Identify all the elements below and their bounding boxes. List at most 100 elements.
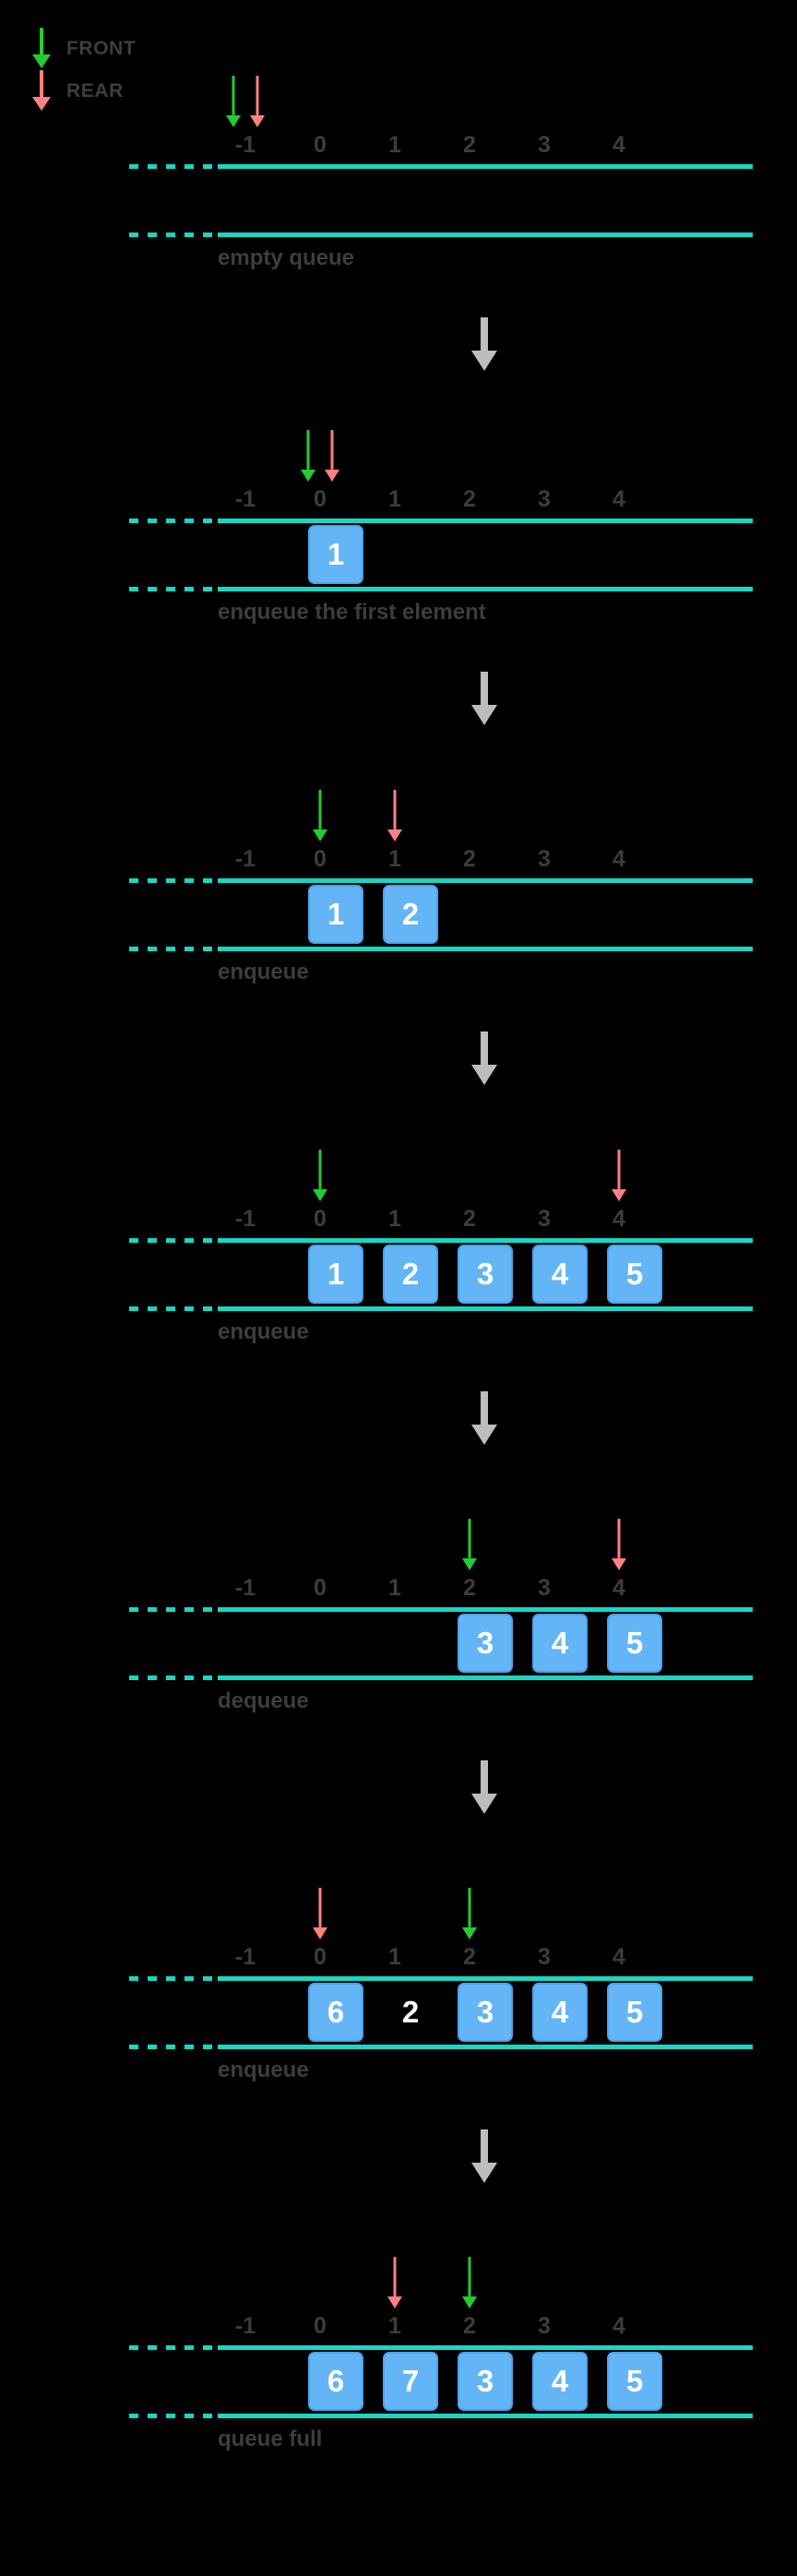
pointer-row	[0, 430, 797, 482]
index-label-4: 4	[613, 846, 625, 872]
legend-item-rear: REAR	[26, 70, 136, 113]
step-caption: dequeue	[218, 1688, 309, 1713]
down-arrow-gray-icon	[471, 1032, 497, 1085]
queue-top-rail	[129, 164, 753, 169]
index-label-4: 4	[613, 2313, 625, 2339]
front-pointer-arrow-icon	[458, 1519, 482, 1570]
legend-item-front: FRONT	[26, 28, 136, 70]
rear-pointer-arrow-icon	[245, 76, 269, 127]
index-label-3: 3	[538, 1944, 551, 1970]
index-label-3: 3	[538, 846, 551, 872]
index-label--1: -1	[234, 1944, 256, 1970]
queue-cell-3: 4	[532, 1983, 588, 2042]
step-caption: empty queue	[218, 245, 355, 270]
front-pointer-arrow-icon	[458, 1888, 482, 1939]
queue-bottom-rail	[129, 233, 753, 237]
legend-label-rear: REAR	[66, 80, 124, 101]
index-label-1: 1	[388, 2313, 401, 2339]
queue-cell-0: 1	[308, 525, 363, 584]
queue-top-rail	[129, 519, 753, 523]
queue-cell-1: 2	[383, 885, 438, 944]
queue-bottom-rail	[129, 1306, 753, 1311]
queue-cell-0: 6	[308, 2352, 363, 2411]
queue-top-rail	[129, 1976, 753, 1981]
index-label-4: 4	[613, 1206, 625, 1232]
down-arrow-gray-icon	[471, 1760, 497, 1814]
queue-top-rail	[129, 2345, 753, 2350]
index-label-0: 0	[314, 486, 327, 512]
index-label-4: 4	[613, 1944, 625, 1970]
index-label-row: -1 0 1 2 3 4	[0, 127, 797, 162]
pointer-row	[0, 2257, 797, 2308]
queue-cell-row	[0, 171, 797, 230]
queue-cell-0: 1	[308, 885, 363, 944]
index-label-2: 2	[463, 1575, 476, 1601]
index-label--1: -1	[234, 1575, 256, 1601]
index-label-3: 3	[538, 486, 551, 512]
queue-bottom-rail	[129, 2414, 753, 2418]
index-label-1: 1	[388, 1206, 401, 1232]
index-label--1: -1	[234, 132, 256, 158]
front-pointer-arrow-icon	[296, 430, 320, 482]
index-label-2: 2	[463, 1206, 476, 1232]
down-arrow-gray-icon	[471, 317, 497, 371]
queue-top-rail	[129, 878, 753, 883]
index-label-0: 0	[314, 132, 327, 158]
queue-cell-0: 6	[308, 1983, 363, 2042]
down-arrow-gray-icon	[471, 2129, 497, 2183]
index-label--1: -1	[234, 846, 256, 872]
index-label-0: 0	[314, 1575, 327, 1601]
index-label-0: 0	[314, 846, 327, 872]
queue-cell-4: 5	[607, 2352, 662, 2411]
queue-bottom-rail	[129, 587, 753, 591]
index-label-2: 2	[463, 486, 476, 512]
rear-pointer-arrow-icon	[607, 1150, 631, 1201]
index-label--1: -1	[234, 2313, 256, 2339]
index-label-3: 3	[538, 2313, 551, 2339]
index-label-2: 2	[463, 2313, 476, 2339]
queue-cell-3: 4	[532, 1614, 588, 1673]
queue-bottom-rail	[129, 2045, 753, 2049]
front-pointer-arrow-icon	[308, 790, 332, 841]
index-label--1: -1	[234, 1206, 256, 1232]
pointer-row	[0, 790, 797, 841]
step-caption: enqueue	[218, 960, 309, 984]
step-caption: enqueue	[218, 2057, 309, 2082]
down-arrow-gray-icon	[471, 672, 497, 725]
queue-cell-3: 4	[532, 1245, 588, 1304]
index-label-3: 3	[538, 132, 551, 158]
index-label-2: 2	[463, 132, 476, 158]
index-label-2: 2	[463, 846, 476, 872]
pointer-row	[0, 1519, 797, 1570]
queue-cell-3: 4	[532, 2352, 588, 2411]
pointer-row	[0, 76, 797, 127]
down-arrow-gray-icon	[471, 1391, 497, 1445]
index-label--1: -1	[234, 486, 256, 512]
down-arrow-green-icon	[26, 28, 57, 70]
queue-cell-2: 3	[458, 2352, 513, 2411]
step-caption: queue full	[218, 2427, 323, 2451]
queue-cell-1: 7	[383, 2352, 438, 2411]
pointer-row	[0, 1888, 797, 1939]
legend-label-front: FRONT	[66, 38, 137, 59]
front-pointer-arrow-icon	[221, 76, 245, 127]
queue-cell-4: 5	[607, 1614, 662, 1673]
queue-cell-4: 5	[607, 1983, 662, 2042]
rear-pointer-arrow-icon	[383, 790, 407, 841]
queue-bottom-rail	[129, 947, 753, 951]
index-label-1: 1	[388, 132, 401, 158]
index-label-1: 1	[388, 846, 401, 872]
index-label-4: 4	[613, 132, 625, 158]
index-label-0: 0	[314, 1206, 327, 1232]
index-label-3: 3	[538, 1575, 551, 1601]
queue-cell-row: 1	[0, 525, 797, 584]
rear-pointer-arrow-icon	[383, 2257, 407, 2308]
